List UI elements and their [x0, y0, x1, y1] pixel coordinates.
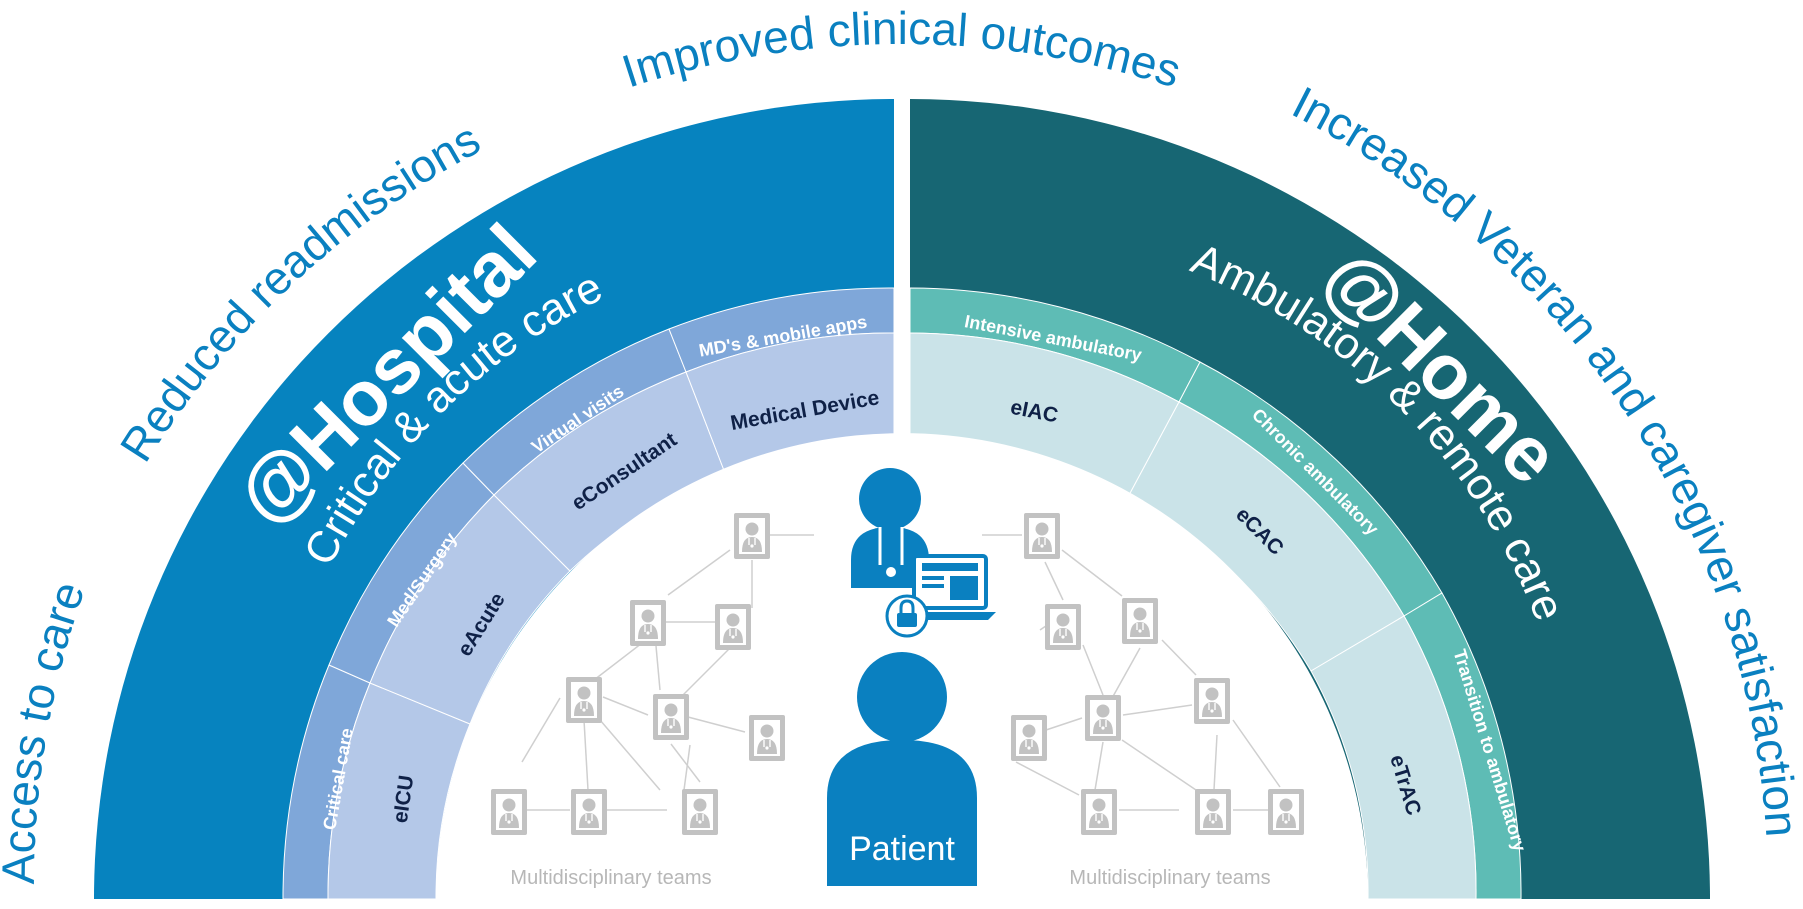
outcome-clinical-text: Improved clinical outcomes — [616, 2, 1187, 98]
team-member-icon — [1080, 788, 1118, 836]
lock-icon — [885, 594, 929, 638]
teams-right-label: Multidisciplinary teams — [1069, 867, 1270, 889]
hospital-care-band — [282, 287, 895, 900]
team-member-icon — [490, 788, 528, 836]
team-member-icon — [629, 599, 667, 647]
team-member-icon — [714, 603, 752, 651]
home-band-etrac — [1310, 615, 1477, 900]
team-member-icon — [1121, 597, 1159, 645]
team-member-icon — [1023, 512, 1061, 560]
team-member-icon — [1044, 603, 1082, 651]
team-member-icon — [565, 676, 603, 724]
teams-left-label: Multidisciplinary teams — [510, 867, 711, 889]
svg-text:Improved clinical outcomes: Improved clinical outcomes — [616, 2, 1187, 98]
team-member-icon — [1193, 677, 1231, 725]
outcome-access-text: Access to care — [0, 575, 95, 885]
home-care-band — [909, 287, 1522, 900]
team-member-icon — [1267, 788, 1305, 836]
team-member-icon — [748, 714, 786, 762]
team-member-icon — [652, 693, 690, 741]
team-network-left — [490, 512, 814, 836]
team-member-icon — [1084, 694, 1122, 742]
team-member-icon — [1194, 788, 1232, 836]
home-program-band — [909, 332, 1477, 900]
hospital-program-band — [327, 332, 895, 900]
svg-text:Access to care: Access to care — [0, 575, 95, 885]
team-member-icon — [733, 512, 771, 560]
patient-icon — [827, 652, 977, 886]
clinician-icon — [851, 468, 929, 588]
team-member-icon — [570, 788, 608, 836]
team-member-icon — [1010, 714, 1048, 762]
team-member-icon — [681, 788, 719, 836]
patient-label: Patient — [849, 830, 955, 868]
team-network-right — [982, 512, 1305, 836]
